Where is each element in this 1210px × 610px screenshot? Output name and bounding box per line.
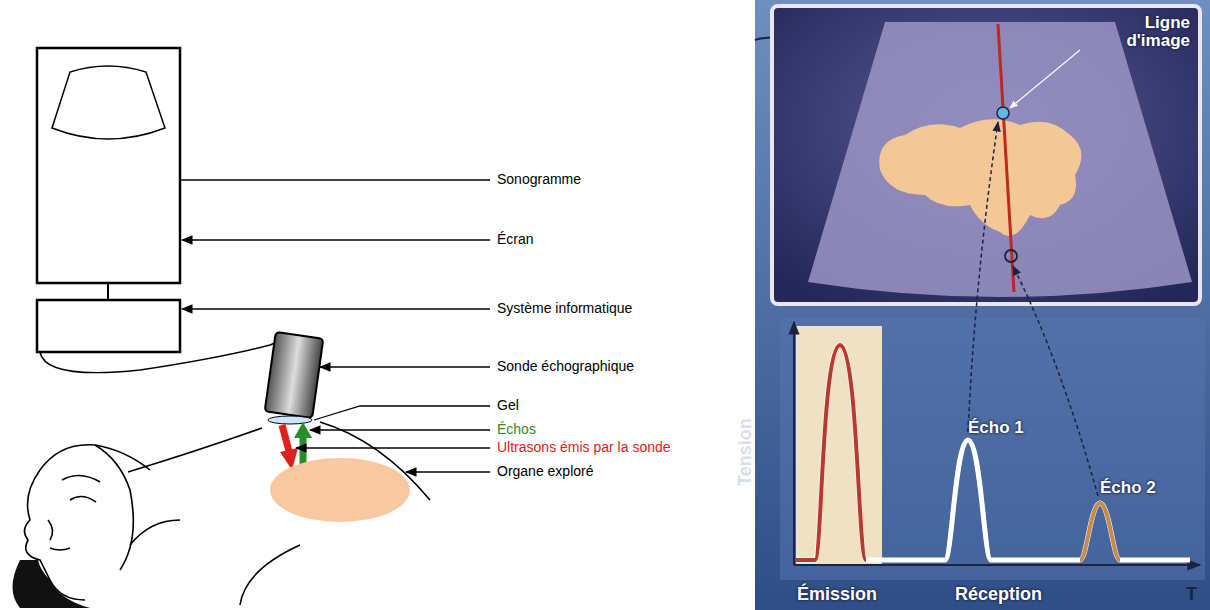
monitor [37,48,180,283]
figure-label: Écho 2 [1100,478,1156,498]
screen-inset [772,6,1200,304]
part-label: Écran [497,231,534,247]
patient [24,422,430,605]
panel-background [755,0,1210,610]
figure-label: Ligne d'image [1090,14,1190,50]
figure-label: Tension [735,418,756,486]
part-label: Organe exploré [497,463,594,479]
figure-label: Émission [797,584,877,605]
gel [268,416,312,424]
hair [13,560,91,608]
leader-lines [180,180,490,472]
part-label: Sonogramme [497,171,581,187]
probe [265,332,324,424]
part-label: Gel [497,397,519,413]
part-label: Sonde échographique [497,358,634,374]
part-label: Échos [497,421,536,437]
sonogram-shape [52,66,165,139]
part-label: Ultrasons émis par la sonde [497,439,671,455]
organ [270,458,410,522]
cable [40,340,282,373]
figure-label: Écho 1 [968,418,1024,438]
figure-label: T [1186,584,1197,605]
part-label: Système informatique [497,300,632,316]
computer-box [37,300,180,352]
figure-label: Réception [955,584,1042,605]
signal-graph [780,122,1205,580]
organ-image [879,119,1081,236]
